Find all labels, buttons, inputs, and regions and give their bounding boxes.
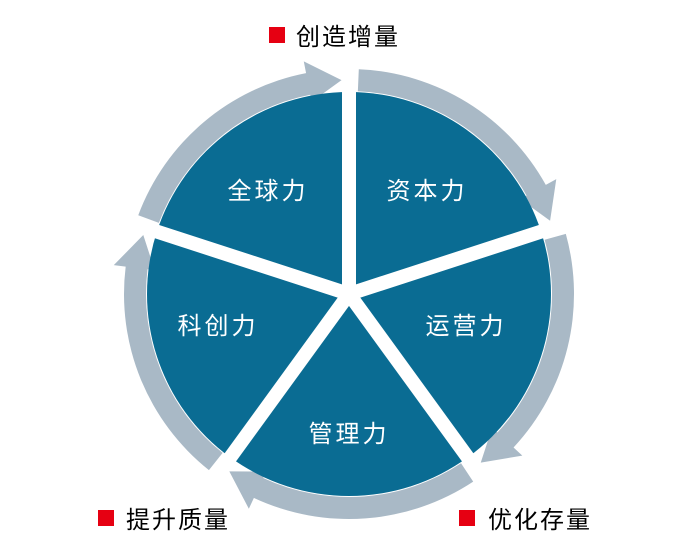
segment-divider xyxy=(343,289,480,470)
segment-management xyxy=(230,294,468,496)
arrow-global xyxy=(138,61,342,223)
bullet-bottom-left xyxy=(98,510,114,526)
segment-label-management: 管理力 xyxy=(309,420,390,448)
segment-divider xyxy=(346,221,553,301)
segment-innovation xyxy=(147,231,349,458)
arrow-capital xyxy=(357,69,557,221)
caption-top: 创造增量 xyxy=(296,23,400,51)
segment-label-operations: 运营力 xyxy=(426,312,507,340)
segment-label-global: 全球力 xyxy=(228,177,309,205)
segment-operations xyxy=(349,231,551,458)
segment-label-capital: 资本力 xyxy=(387,177,468,205)
caption-bottom-right: 优化存量 xyxy=(488,506,592,534)
arrow-operations xyxy=(480,233,575,463)
segment-label-innovation: 科创力 xyxy=(178,312,259,340)
caption-bottom-left: 提升质量 xyxy=(126,506,230,534)
center-hub xyxy=(340,285,358,303)
arrow-innovation xyxy=(113,235,223,471)
bullet-bottom-right xyxy=(459,510,475,526)
cycle-arrows xyxy=(113,61,575,520)
segment-divider xyxy=(218,289,355,470)
bullet-top xyxy=(269,27,285,43)
segment-divider xyxy=(145,221,352,301)
arrow-management xyxy=(229,463,474,520)
segment-gaps xyxy=(145,82,553,470)
